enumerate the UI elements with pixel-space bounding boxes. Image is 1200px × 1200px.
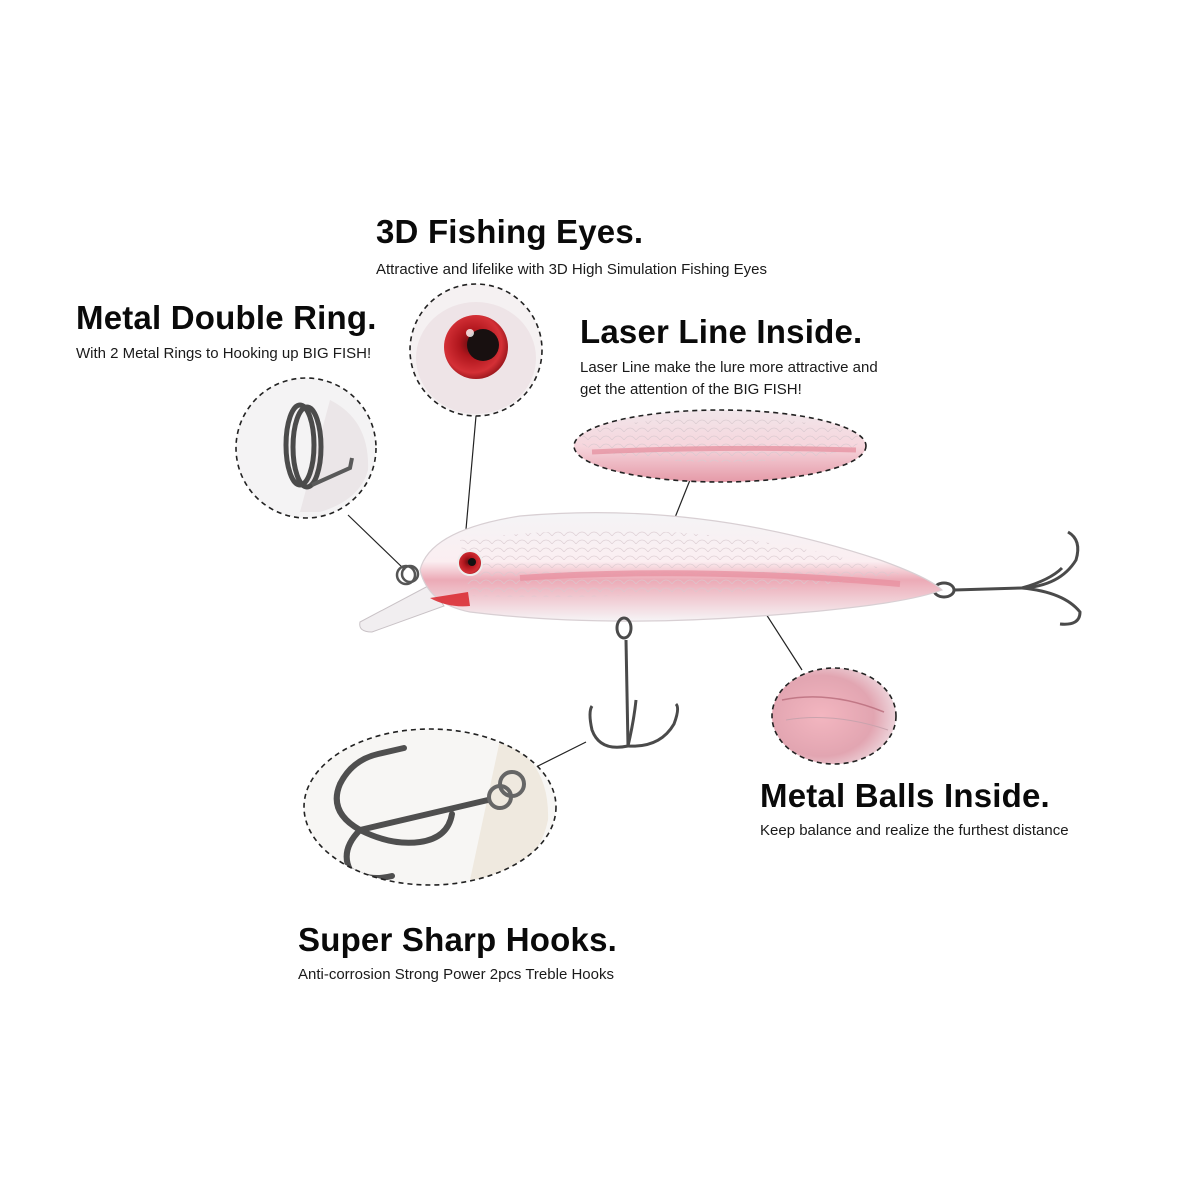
feature-description: With 2 Metal Rings to Hooking up BIG FIS… bbox=[76, 345, 372, 363]
feature-metal-balls: Metal Balls Inside. Keep balance and rea… bbox=[760, 777, 1069, 842]
feature-title: 3D Fishing Eyes. bbox=[376, 213, 644, 250]
diving-lip bbox=[359, 584, 445, 633]
feature-description: Anti-corrosion Strong Power 2pcs Treble … bbox=[298, 966, 614, 984]
feature-3d-eyes: 3D Fishing Eyes. Attractive and lifelike… bbox=[376, 213, 768, 281]
feature-description: Laser Line make the lure more attractive… bbox=[580, 359, 878, 377]
feature-title: Metal Double Ring. bbox=[76, 299, 377, 336]
nose-split-ring bbox=[395, 564, 420, 586]
feature-sharp-hooks: Super Sharp Hooks. Anti-corrosion Strong… bbox=[298, 921, 618, 986]
lure-laser-line bbox=[519, 570, 901, 587]
feature-title: Laser Line Inside. bbox=[580, 313, 863, 350]
feature-laser-line: Laser Line Inside. Laser Line make the l… bbox=[580, 313, 878, 401]
detail-hook-ellipse bbox=[303, 728, 557, 886]
feature-description: get the attention of the BIG FISH! bbox=[580, 381, 802, 399]
tail-treble-hook bbox=[932, 530, 1082, 626]
detail-ring-circle bbox=[235, 377, 377, 519]
feature-title: Metal Balls Inside. bbox=[760, 777, 1050, 814]
feature-title: Super Sharp Hooks. bbox=[298, 921, 618, 958]
detail-balls-ellipse bbox=[771, 667, 897, 765]
belly-treble-hook bbox=[588, 616, 680, 749]
feature-metal-double-ring: Metal Double Ring. With 2 Metal Rings to… bbox=[76, 299, 377, 365]
fishing-lure bbox=[359, 512, 1082, 749]
feature-description: Attractive and lifelike with 3D High Sim… bbox=[376, 261, 768, 279]
detail-eye-circle bbox=[409, 283, 543, 417]
detail-laser-ellipse bbox=[573, 409, 867, 483]
feature-description: Keep balance and realize the furthest di… bbox=[760, 822, 1069, 840]
